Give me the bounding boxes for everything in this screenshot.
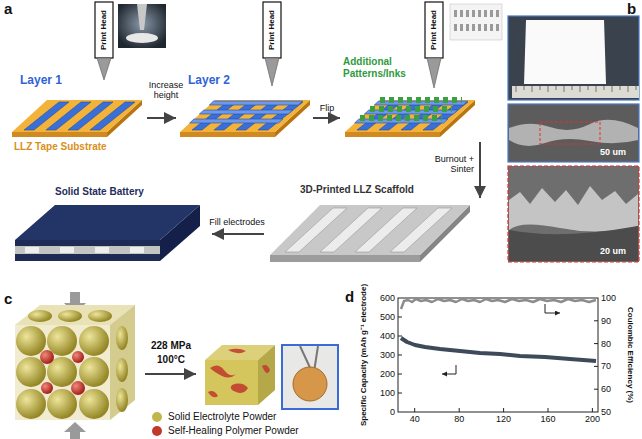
scale-bar-label: 50 um: [600, 147, 626, 157]
step-label: Flip: [320, 103, 335, 113]
process-arrow: [145, 374, 196, 375]
stage-label: Additional Patterns/Inks: [343, 56, 423, 79]
print-head-label: Print Head: [99, 10, 108, 50]
tick-label: 120: [496, 414, 511, 424]
stage-label: Layer 2: [188, 74, 230, 88]
tick-label: 70: [601, 361, 611, 371]
tick-label: 80: [601, 339, 611, 349]
step-label: Fill electrodes: [209, 217, 265, 227]
legend-text: Self-Healing Polymer Powder: [168, 425, 299, 436]
legend-row: Solid Electrolyte Powder: [152, 411, 276, 422]
axis-title: Specific Capacity (mAh g⁻¹ electrode): [359, 284, 368, 426]
axis-arrow: [442, 304, 560, 374]
print-head-label: Print Head: [267, 10, 276, 50]
tick-label: 60: [601, 384, 611, 394]
tick-label: 0: [390, 407, 395, 417]
pressed-pellet: [205, 345, 275, 405]
tick-label: 50: [601, 407, 611, 417]
tick-label: 80: [454, 414, 464, 424]
substrate-label: LLZ Tape Substrate: [14, 141, 107, 153]
solid-state-battery: [15, 205, 200, 261]
powder-cube: [15, 305, 135, 420]
tick-label: 90: [601, 316, 611, 326]
tick-label: 200: [380, 369, 395, 379]
sem-image: [508, 166, 639, 262]
photo-tape: [508, 16, 639, 100]
tick-label: 400: [380, 331, 395, 341]
pellet-photo: [282, 345, 338, 409]
part-label: Solid State Battery: [55, 186, 144, 198]
condition-label: 228 MPa: [151, 340, 191, 352]
inset-photo: [118, 4, 166, 48]
tick-label: 40: [410, 414, 420, 424]
legend-row: Self-Healing Polymer Powder: [152, 425, 299, 436]
tick-label: 100: [601, 293, 616, 303]
print-head-label: Print Head: [429, 10, 438, 50]
panel-letter: d: [345, 288, 354, 305]
panel-letter: b: [627, 0, 636, 17]
panel-letter: a: [4, 0, 12, 17]
inset-photo: [450, 4, 502, 40]
data-series: [401, 299, 596, 361]
step-label: Burnout + Sinter: [422, 154, 474, 175]
chart-axes: [398, 298, 598, 412]
part-label: 3D-Printed LLZ Scaffold: [300, 184, 414, 196]
tick-label: 200: [585, 414, 600, 424]
panel-letter: c: [4, 290, 12, 307]
tick-label: 500: [380, 312, 395, 322]
legend-swatch: [152, 412, 162, 422]
axis-title: Coulombic Efficiency (%): [625, 307, 634, 403]
tick-label: 300: [380, 350, 395, 360]
step-label: Increase height: [143, 80, 189, 101]
scale-bar-label: 20 um: [600, 246, 626, 256]
tick-label: 600: [380, 293, 395, 303]
stage-layer2: [180, 2, 310, 137]
stage-label: Layer 1: [20, 74, 62, 88]
tick-label: 160: [540, 414, 555, 424]
sem-image: [508, 104, 639, 162]
llz-scaffold: [270, 205, 470, 262]
tick-label: 100: [380, 388, 395, 398]
condition-label: 100°C: [157, 354, 185, 366]
legend-text: Solid Electrolyte Powder: [168, 411, 276, 422]
legend-swatch: [152, 426, 162, 436]
